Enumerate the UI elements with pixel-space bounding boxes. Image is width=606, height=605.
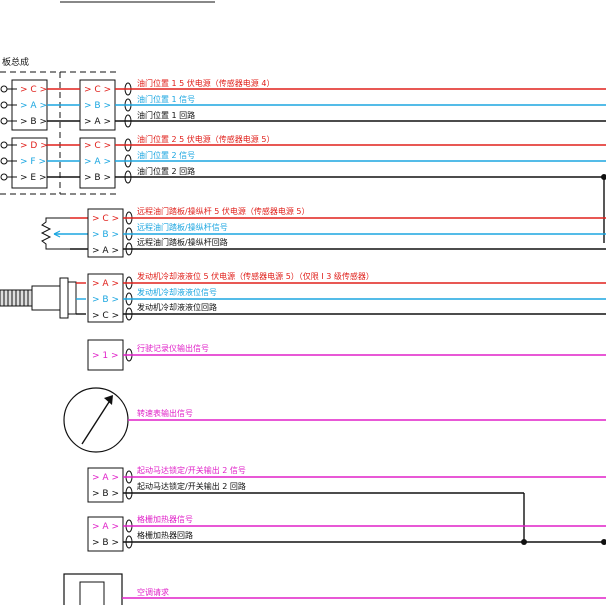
wire-label: 转速表输出信号 <box>137 408 193 418</box>
throttle-left-pin: > E > <box>20 173 47 183</box>
wire-label: 格栅加热器回路 <box>137 530 193 540</box>
throttle-left-pin: > A > <box>20 101 47 111</box>
remote-pedal-pin: > B > <box>92 230 119 240</box>
wire-label: 油门位置 2 5 伏电源（传感器电源 5） <box>137 134 274 144</box>
remote-pedal-group: > C > > B > > A > 远程油门踏板/操纵杆 5 伏电源（传感器电源… <box>40 206 606 258</box>
throttle-right-pin: > A > <box>84 117 111 127</box>
throttle-right-pin: > B > <box>84 101 111 111</box>
wire-label: 远程油门踏板/操纵杆回路 <box>137 237 228 247</box>
wire-label: 起动马达锁定/开关输出 2 回路 <box>137 481 246 491</box>
grid-heater-pin: > B > <box>92 538 119 548</box>
wire-label: 远程油门踏板/操纵杆信号 <box>137 222 228 232</box>
throttle-dashed-enclosure <box>0 71 120 195</box>
throttle-left-housing-2 <box>11 137 48 189</box>
coolant-sensor-icon <box>0 277 77 319</box>
splice-dot <box>601 539 606 545</box>
gauge-needle-icon <box>81 401 110 445</box>
wire-label: 油门位置 1 5 伏电源（传感器电源 4） <box>137 78 274 88</box>
throttle-left-pin: > F > <box>20 157 46 167</box>
ac-switch-icon <box>79 581 105 605</box>
coolant-pin: > A > <box>92 279 119 289</box>
throttle-right-housing-2 <box>79 137 116 189</box>
wire-label: 发动机冷却液液位回路 <box>137 302 217 312</box>
wire-label: 远程油门踏板/操纵杆 5 伏电源（传感器电源 5） <box>137 206 310 216</box>
coolant-pin: > B > <box>92 295 119 305</box>
splice-dot <box>521 539 527 545</box>
wire-label: 发动机冷却液液位信号 <box>137 287 217 297</box>
terminal-circle <box>0 141 8 149</box>
wire-label: 油门位置 1 回路 <box>137 110 195 120</box>
coolant-level-group: > A > > B > > C > 发动机冷却液液位 5 伏电源（传感器电源 5… <box>0 271 606 323</box>
grid-heater-connector <box>87 516 124 552</box>
wire-label: 油门位置 2 信号 <box>137 150 195 160</box>
tachometer-gauge-icon <box>63 387 129 453</box>
starter-connector <box>87 467 124 503</box>
wire-label: 空调请求 <box>137 587 169 597</box>
throttle-right-pin: > C > <box>84 141 111 151</box>
board-label: 板总成 <box>2 56 29 68</box>
remote-pedal-pin: > A > <box>92 246 119 256</box>
recorder-pin: > 1 > <box>92 351 119 361</box>
starter-pin: > A > <box>92 473 119 483</box>
remote-pedal-pin: > C > <box>92 214 119 224</box>
starter-pin: > B > <box>92 489 119 499</box>
wire-label: 行驶记录仪输出信号 <box>137 343 209 353</box>
wire-label: 格栅加热器信号 <box>137 514 193 524</box>
terminal-circle <box>0 101 8 109</box>
terminal-circle <box>0 117 8 125</box>
remote-pedal-connector <box>87 208 124 258</box>
coolant-pin: > C > <box>92 311 119 321</box>
wire-label: 油门位置 2 回路 <box>137 166 195 176</box>
recorder-group: > 1 > 行驶记录仪输出信号 <box>87 339 606 371</box>
throttle-right-pin: > B > <box>84 173 111 183</box>
coolant-connector <box>87 273 124 323</box>
tachometer-group: 转速表输出信号 <box>63 387 606 453</box>
throttle-left-pin: > D > <box>20 141 48 151</box>
terminal-circle <box>0 173 8 181</box>
starter-group: > A > > B > 起动马达锁定/开关输出 2 信号 起动马达锁定/开关输出… <box>87 465 606 542</box>
throttle-left-pin: > C > <box>20 85 47 95</box>
terminal-circle <box>0 157 8 165</box>
grid-heater-pin: > A > <box>92 522 119 532</box>
terminal-circle <box>0 85 8 93</box>
throttle-right-pin: > A > <box>84 157 111 167</box>
grid-heater-group: > A > > B > 格栅加热器信号 格栅加热器回路 <box>87 514 606 552</box>
ac-request-group: 空调请求 <box>63 573 606 605</box>
ac-switch-housing <box>63 573 123 605</box>
throttle-left-pin: > B > <box>20 117 47 127</box>
throttle-right-pin: > C > <box>84 85 111 95</box>
throttle-connector-group: > C > > A > > B > > D > > F > > E > > C … <box>0 71 606 243</box>
wire-label: 起动马达锁定/开关输出 2 信号 <box>137 465 246 475</box>
potentiometer-icon <box>40 217 70 250</box>
splice-loop-symbol <box>124 82 132 184</box>
wire-label: 油门位置 1 信号 <box>137 94 195 104</box>
wire-label: 发动机冷却液液位 5 伏电源（传感器电源 5）（仅限 Ⅰ 3 级传感器） <box>137 271 374 281</box>
